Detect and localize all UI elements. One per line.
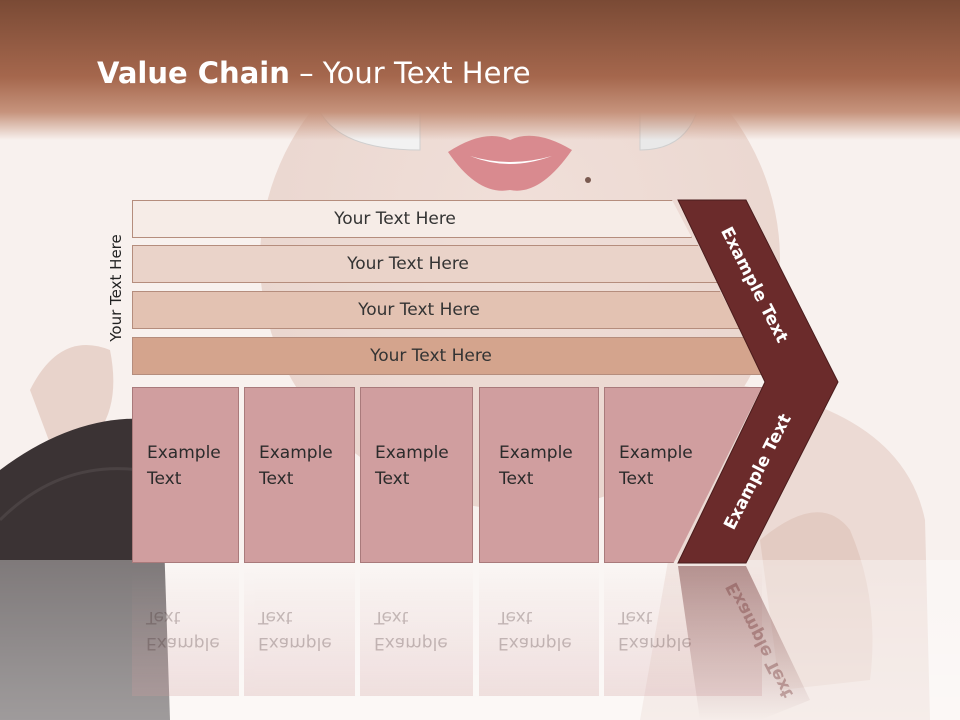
activity-box-1: Example Text: [132, 387, 239, 563]
activity-box-5-line2: Text: [619, 469, 654, 489]
activity-box-4: Example Text: [479, 387, 599, 563]
bar-4: Your Text Here: [132, 337, 764, 375]
activity-box-5-line1: Example: [619, 443, 693, 463]
title-rest: – Your Text Here: [289, 56, 531, 90]
activity-box-3-line1: Example: [375, 443, 449, 463]
chevron-reflection: [678, 566, 810, 720]
bar-2: Your Text Here: [132, 245, 718, 283]
activity-box-4-line1: Example: [499, 443, 573, 463]
bar-3-label: Your Text Here: [358, 300, 480, 320]
activity-box-2-line1: Example: [259, 443, 333, 463]
title-bold: Value Chain: [97, 56, 290, 90]
activity-box-4-line2: Text: [499, 469, 534, 489]
bar-3: Your Text Here: [132, 291, 740, 329]
activity-box-3: Example Text: [360, 387, 473, 563]
chevron-shape: [677, 199, 839, 564]
activity-box-2-line2: Text: [259, 469, 294, 489]
activity-box-1-line2: Text: [147, 469, 182, 489]
activity-box-2: Example Text: [244, 387, 355, 563]
title-bar: [0, 0, 960, 140]
bar-2-label: Your Text Here: [347, 254, 469, 274]
bar-1-label: Your Text Here: [334, 209, 456, 229]
activity-box-3-line2: Text: [375, 469, 410, 489]
bar-4-label: Your Text Here: [370, 346, 492, 366]
slide-title: Value Chain – Your Text Here: [97, 56, 531, 90]
activity-box-1-line1: Example: [147, 443, 221, 463]
